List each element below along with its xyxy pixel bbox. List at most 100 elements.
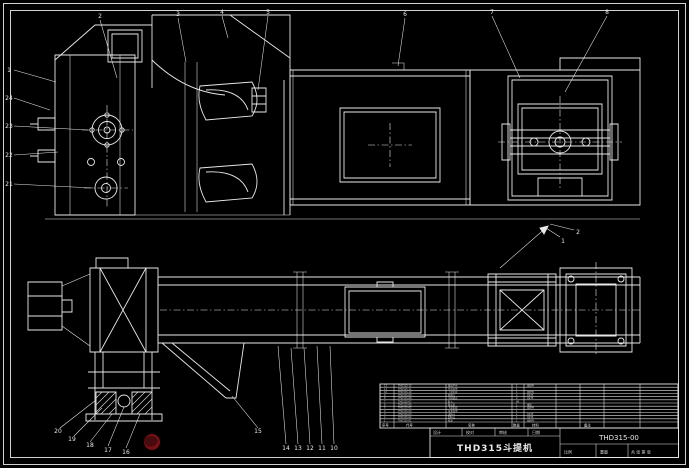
brand-stamp-logo — [144, 434, 160, 450]
bom-cell: 机座 — [448, 418, 453, 422]
inner-border — [10, 10, 679, 458]
bom-cell: THD315-05 — [398, 407, 412, 410]
callout-balloon: 20 — [54, 428, 62, 435]
callout-balloon: 23 — [5, 123, 13, 130]
bom-header-cell: 代号 — [406, 422, 413, 427]
bom-cell: 4 — [516, 397, 518, 400]
bom-cell: 橡胶 — [527, 403, 532, 407]
bom-cell: Q235 — [527, 394, 534, 397]
callout-balloon: 6 — [403, 11, 407, 18]
callout-balloon: 3 — [176, 11, 180, 18]
bom-cell: THD315-10 — [398, 391, 412, 394]
bom-cell: THD315-04 — [398, 410, 412, 413]
tensioner-screw — [117, 394, 131, 408]
end-plate — [559, 267, 633, 353]
bucket-upper — [198, 81, 258, 121]
bom-cell: 上部区段 — [448, 390, 458, 394]
drive-centerlines — [498, 96, 622, 188]
callout-balloon: 1 — [7, 67, 11, 74]
callout-balloon: 5 — [266, 9, 270, 16]
callout-balloon: 1 — [561, 238, 565, 245]
plan-leader-lines — [59, 345, 335, 449]
casing-flanges — [292, 62, 467, 205]
hatch-lines — [95, 391, 153, 415]
plan-view — [27, 257, 641, 449]
bom-cell: 8 — [384, 397, 386, 400]
gearbox-block — [89, 257, 159, 353]
bucket-bracket — [251, 87, 267, 113]
bom-header-cell: 名称 — [468, 422, 475, 427]
bom-cell: THD315-01 — [398, 419, 412, 422]
callout-balloon: 2 — [576, 229, 580, 236]
front-view — [13, 14, 641, 269]
drive-housings — [507, 75, 613, 201]
bom-header-row: 序号代号名称数量材料备注 — [382, 422, 591, 427]
belt-lines — [184, 62, 198, 212]
sheet-count-label: 共 张 第 张 — [631, 449, 651, 455]
end-plate-bolts — [567, 275, 625, 345]
bom-cell: 进料斗 — [448, 412, 456, 416]
drive-section — [469, 57, 641, 206]
drive-outline — [469, 57, 641, 206]
bom-cell: 1 — [516, 388, 518, 391]
bom-cell: 9 — [384, 394, 386, 397]
bom-cell: 1 — [516, 413, 518, 416]
casing-outline — [289, 69, 471, 206]
title-block-outline — [429, 427, 679, 458]
bom-cell: 7 — [384, 400, 386, 403]
callout-balloon: 17 — [104, 447, 112, 454]
callout-balloon: 19 — [68, 436, 76, 443]
linework-layer — [3, 3, 686, 465]
callout-balloon: 21 — [5, 181, 13, 188]
door-centermark — [368, 123, 412, 167]
boot-centerlines — [82, 105, 133, 207]
bom-cell: 组焊件 — [527, 384, 535, 388]
bom-header-cell: 备注 — [584, 422, 591, 427]
callout-balloon: 2 — [98, 13, 102, 20]
approve-label: 审核 — [499, 429, 507, 435]
outer-border — [3, 3, 686, 465]
main-tube — [157, 276, 641, 344]
drawing-border — [3, 3, 686, 465]
bom-cell: 中间机壳 — [448, 396, 458, 400]
callout-balloon: 13 — [294, 445, 302, 452]
bom-cell: 传动装置 — [448, 387, 458, 391]
bom-cell: 驱动平台 — [448, 384, 458, 388]
tensioner-detail — [85, 352, 163, 422]
head-section — [151, 14, 291, 215]
callout-balloon: 15 — [254, 428, 262, 435]
date-label: 日期 — [532, 429, 540, 435]
bom-cell: THD315-12 — [398, 385, 412, 388]
callout-balloon: 24 — [5, 95, 13, 102]
callout-balloon: 18 — [86, 442, 94, 449]
title-block-text: 设计 校对 审核 日期 THD315斗提机 THD315-00 比例 重量 共 … — [433, 429, 651, 455]
head-outline — [151, 14, 291, 215]
callout-balloons: 2 3 4 5 6 7 8 1 24 23 22 21 1 2 20 19 18… — [5, 9, 609, 456]
bom-cell: 组焊件 — [527, 390, 535, 394]
callout-balloon: 14 — [282, 445, 290, 452]
head-slope — [54, 24, 152, 61]
bom-header-cell: 材料 — [532, 422, 539, 427]
bom-header-cell: 序号 — [382, 422, 389, 427]
boot-brackets — [30, 117, 56, 163]
bom-cell: 1 — [384, 419, 386, 422]
bom-cell: THD315-11 — [398, 388, 412, 391]
boot-internals — [45, 55, 640, 220]
bom-cell: 1 — [516, 391, 518, 394]
coupling-lines — [61, 273, 91, 347]
bom-cell: 组焊件 — [527, 406, 535, 410]
inspection-door-upper — [107, 29, 143, 63]
bom-cell: Q235 — [527, 416, 534, 419]
motor-block — [27, 281, 73, 331]
bom-cell: 1 — [516, 410, 518, 413]
design-label: 设计 — [433, 429, 441, 435]
bom-cell: Q235 — [527, 413, 534, 416]
callout-balloon: 8 — [605, 9, 609, 16]
